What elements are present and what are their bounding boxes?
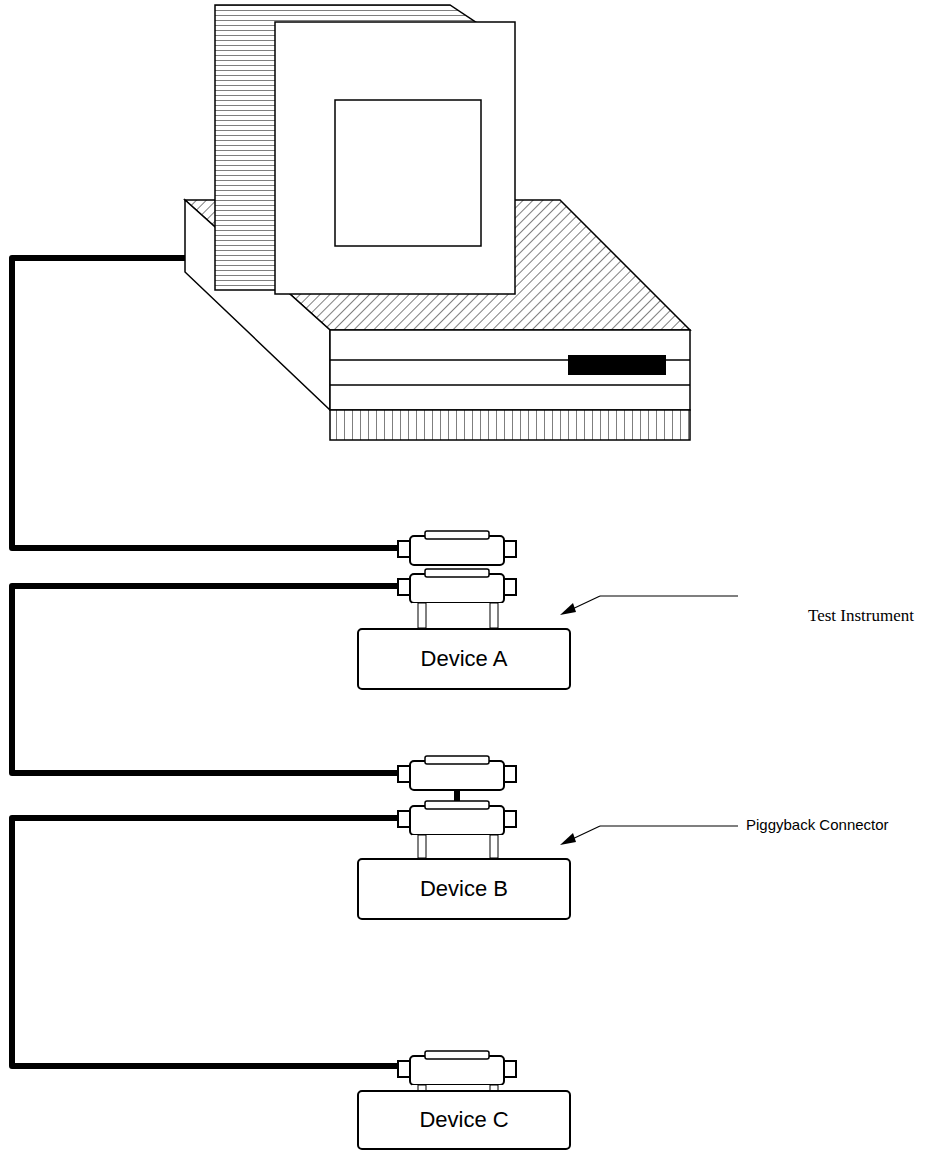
device-box: Device B [357, 858, 571, 920]
device-box: Device A [357, 628, 571, 690]
device-label: Device C [419, 1107, 508, 1133]
device-label: Device B [420, 876, 508, 902]
device-label: Device A [421, 646, 508, 672]
callout-label: Test Instrument [808, 606, 914, 626]
device-box: Device C [357, 1090, 571, 1150]
callout-label: Piggyback Connector [746, 816, 889, 833]
